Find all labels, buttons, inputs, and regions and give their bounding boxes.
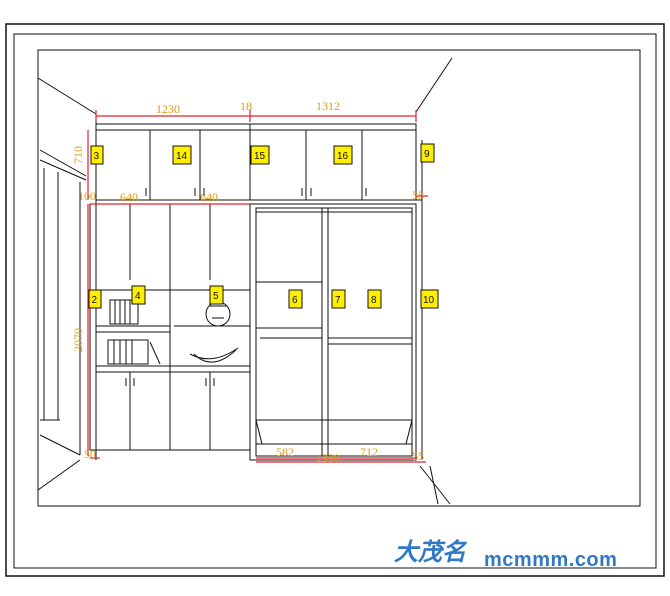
dim-bottom-wardrobe-total: 1330	[316, 451, 340, 465]
tag-10: 10	[420, 289, 439, 309]
tag-6: 6	[288, 289, 303, 309]
svg-text:14: 14	[176, 151, 188, 162]
svg-text:3: 3	[94, 151, 100, 162]
svg-text:10: 10	[423, 295, 435, 306]
inner-frame	[13, 33, 657, 569]
tag-2: 2	[88, 289, 102, 309]
dim-left-end-panel: 100	[78, 189, 96, 203]
tag-5: 5	[209, 285, 224, 305]
dim-left-unit-a: 640	[120, 190, 138, 204]
dim-bottom-left-panel: 50	[84, 447, 96, 461]
svg-text:15: 15	[254, 151, 266, 162]
tag-9: 9	[420, 143, 435, 163]
tag-14: 14	[172, 145, 192, 165]
tag-16: 16	[333, 145, 353, 165]
dimension-lines	[87, 110, 428, 463]
room-perspective	[37, 57, 453, 505]
tag-8: 8	[367, 289, 382, 309]
dim-left-unit-b: 640	[200, 190, 218, 204]
tag-3: 3	[90, 145, 104, 165]
outer-frame	[5, 23, 665, 577]
svg-text:4: 4	[135, 291, 141, 302]
watermark-site: mcmmm.com	[484, 549, 617, 571]
dim-lower-height: 2070	[71, 328, 85, 352]
svg-text:2: 2	[92, 295, 98, 306]
dim-bottom-wardrobe-b: 712	[360, 445, 378, 459]
room-frame	[37, 49, 641, 507]
bookcase-unit	[89, 203, 251, 451]
dim-top-gap: 18	[240, 99, 252, 113]
svg-text:6: 6	[292, 295, 298, 306]
svg-text:8: 8	[371, 295, 377, 306]
svg-text:5: 5	[213, 291, 219, 302]
dim-top-left-width: 1230	[156, 102, 180, 116]
dim-upper-height: 710	[71, 146, 85, 164]
tag-4: 4	[131, 285, 146, 305]
dim-bottom-right-panel: 55	[412, 449, 424, 463]
tag-7: 7	[331, 289, 346, 309]
watermark-chinese: 大茂名	[394, 538, 468, 566]
dim-bottom-wardrobe-a: 582	[276, 445, 294, 459]
svg-text:16: 16	[337, 151, 349, 162]
dim-right-end-panel: 55	[412, 188, 424, 202]
tag-15: 15	[250, 145, 270, 165]
svg-text:9: 9	[424, 149, 430, 160]
wardrobe-unit	[249, 140, 423, 461]
dim-top-right-width: 1312	[316, 99, 340, 113]
svg-text:7: 7	[335, 295, 341, 306]
